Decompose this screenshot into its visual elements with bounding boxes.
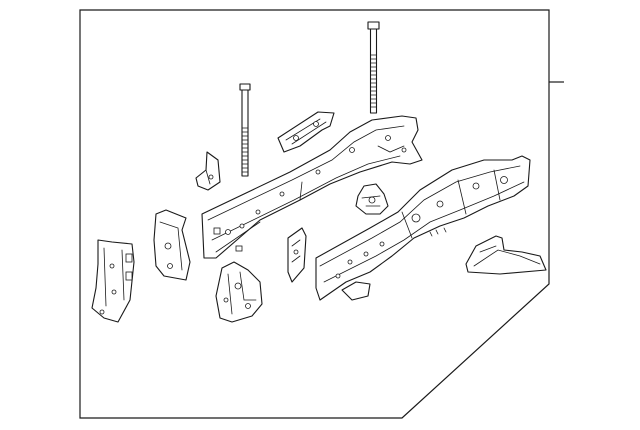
- right-frame-rail: [315, 155, 531, 301]
- small-corner-bracket: [195, 151, 221, 191]
- rear-outrigger-bracket: [465, 235, 547, 275]
- left-frame-rail: [201, 115, 423, 259]
- left-gusset-plate: [153, 209, 191, 281]
- center-crossmember-bracket: [355, 183, 389, 215]
- bolt-left: [239, 83, 251, 177]
- front-body-mount: [91, 239, 135, 323]
- diagram-frame: [79, 9, 550, 419]
- flat-reinforcement-plate: [287, 227, 307, 283]
- long-bolt-right: [367, 21, 380, 114]
- upper-mount-bracket: [277, 111, 335, 153]
- bracket-assembly: [215, 261, 263, 323]
